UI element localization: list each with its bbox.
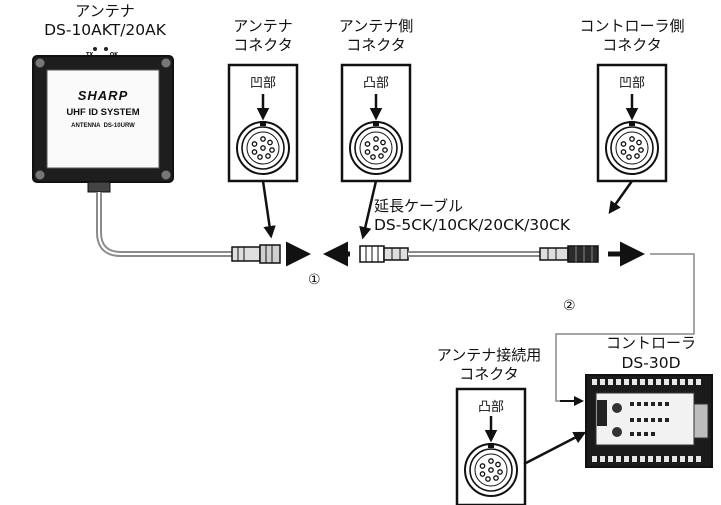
antenna-title-line1: アンテナ <box>75 2 135 20</box>
antenna-side-connector-label-line2: コネクタ <box>346 36 406 54</box>
antenna-side-connector-label: アンテナ側 コネクタ <box>322 17 430 55</box>
antenna-connection-connector-panel <box>455 387 527 505</box>
controller-side-connector-panel <box>596 63 668 183</box>
antenna-plug <box>231 244 281 264</box>
antenna-model: ANTENNA DS-10URW <box>71 123 135 129</box>
antenna-side-connector-panel <box>340 63 412 183</box>
antenna-side-connector-type: 凸部 <box>362 76 389 91</box>
antenna-system: UHF ID SYSTEM <box>66 107 140 118</box>
controller-label-line1: コントローラ <box>605 334 696 352</box>
step-2-marker: ② <box>563 298 576 314</box>
antenna-connector-label-line2: コネクタ <box>233 36 293 54</box>
extension-cable-plug-left <box>359 245 409 263</box>
pointer-arrows <box>261 180 634 466</box>
controller-unit <box>585 374 713 468</box>
controller-side-connector-label: コントローラ側 コネクタ <box>560 17 704 55</box>
controller-side-connector-type: 凹部 <box>618 76 645 91</box>
controller-side-connector-label-line1: コントローラ側 <box>579 17 685 35</box>
antenna-connector-label: アンテナ コネクタ <box>218 17 308 55</box>
antenna-title-line2: DS-10AKT/20AK <box>44 21 166 39</box>
led-label-tx: TX <box>86 52 94 58</box>
extension-cable-plug-right <box>539 245 599 263</box>
antenna-side-connector-label-line1: アンテナ側 <box>338 17 414 35</box>
extension-cable-label: 延長ケーブル DS-5CK/10CK/20CK/30CK <box>374 197 570 235</box>
antenna-connector-panel <box>227 63 299 183</box>
led-label-ok: OK <box>109 52 118 58</box>
extension-cable-label-line2: DS-5CK/10CK/20CK/30CK <box>374 216 571 234</box>
extension-cable-label-line1: 延長ケーブル <box>374 197 464 215</box>
antenna-led-labels: TX OK <box>86 52 118 58</box>
antenna-connector-label-line1: アンテナ <box>233 17 293 35</box>
step-1-marker: ① <box>308 272 321 288</box>
controller-label: コントローラ <box>590 334 712 353</box>
antenna-connection-connector-label-line2: コネクタ <box>459 365 519 383</box>
antenna-unit <box>32 47 174 193</box>
antenna-connection-connector-label-line1: アンテナ接続用 <box>436 346 542 364</box>
antenna-cable <box>96 192 232 257</box>
antenna-connector-type: 凹部 <box>249 76 276 91</box>
antenna-connection-connector-label: アンテナ接続用 コネクタ <box>414 346 564 384</box>
controller-model: DS-30D <box>621 354 681 372</box>
antenna-title: アンテナ DS-10AKT/20AK <box>30 2 180 40</box>
controller-side-connector-label-line2: コネクタ <box>602 36 662 54</box>
antenna-brand: SHARP <box>77 88 129 103</box>
step2-route <box>555 241 695 406</box>
antenna-connection-connector-type: 凸部 <box>477 400 504 415</box>
